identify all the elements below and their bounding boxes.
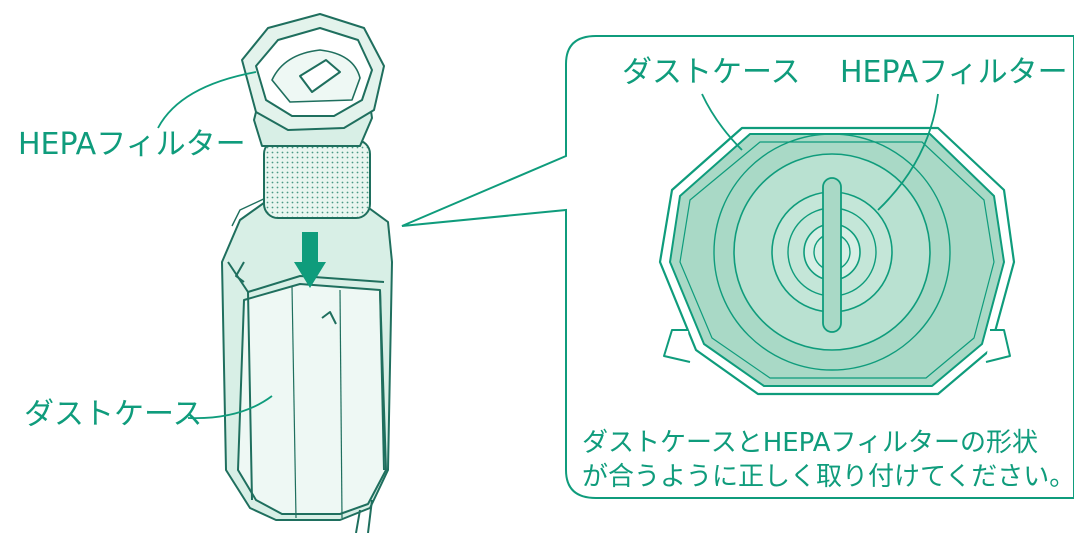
detail-hepa-filter-label: HEPAフィルター [840, 58, 1068, 88]
dust-case-label: ダストケース [24, 400, 203, 430]
hepa-filter-label: HEPAフィルター [18, 130, 246, 160]
detail-top-view [660, 128, 1014, 394]
instruction-note: ダストケースとHEPAフィルターの形状 が合うように正しく取り付けてください。 [582, 426, 1074, 494]
detail-dust-case-label: ダストケース [622, 58, 801, 88]
hepa-filter-illustration [242, 14, 384, 218]
instruction-note-line-2: が合うように正しく取り付けてください。 [582, 460, 1074, 494]
leader-hepa-left [158, 72, 256, 128]
instruction-note-line-1: ダストケースとHEPAフィルターの形状 [582, 426, 1074, 460]
